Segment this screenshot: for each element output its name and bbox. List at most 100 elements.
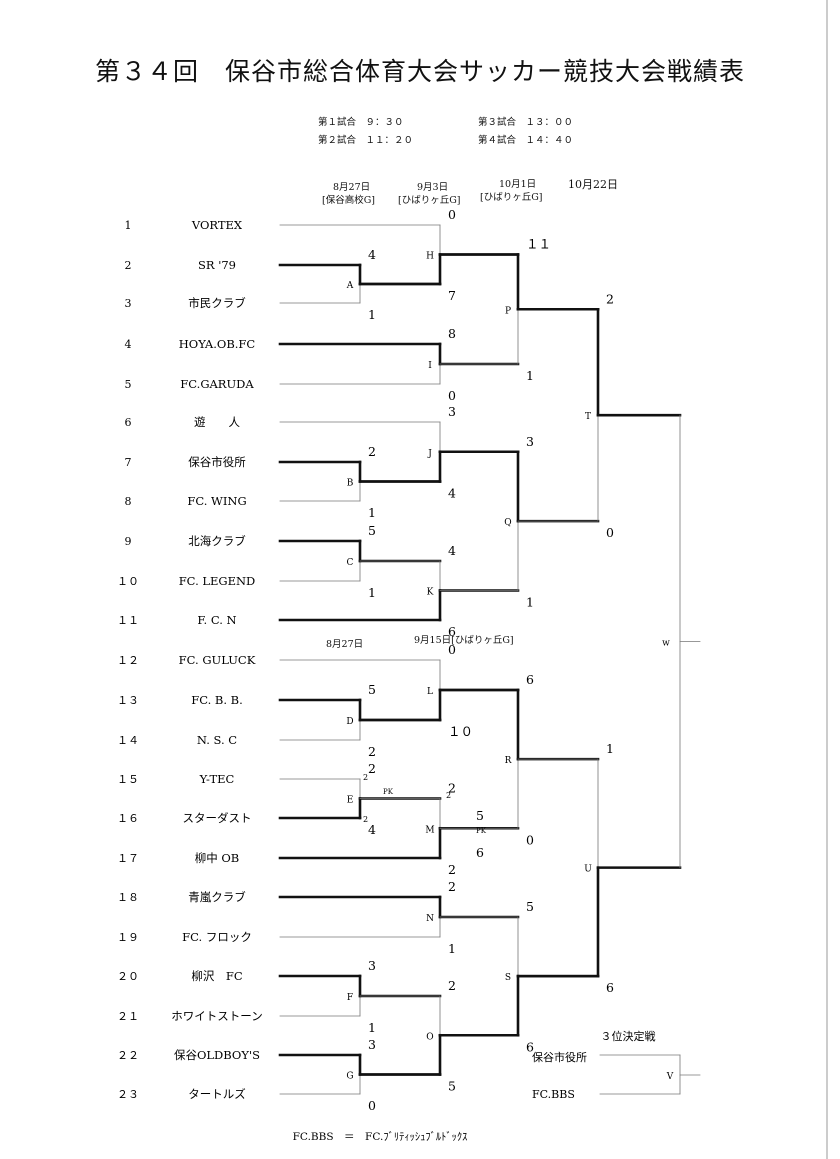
team-name: 保谷市役所 (188, 455, 246, 469)
match-N-score-top: 2 (448, 879, 456, 894)
schedule-round-1: 第１試合 ９：３０ (318, 117, 404, 128)
third-place-game-label: V (666, 1072, 674, 1082)
team-number: 9 (125, 535, 132, 548)
match-G-score-bottom: 0 (368, 1098, 376, 1113)
team-number: 7 (125, 456, 132, 469)
third-place-title: ３位決定戦 (601, 1029, 656, 1043)
match-L-score-bottom: １０ (448, 724, 473, 739)
match-U-label: U (584, 865, 592, 875)
match-N-score-bottom: 1 (448, 941, 456, 956)
match-R-score-bottom: 0 (526, 832, 534, 847)
match-I-score-top: 8 (448, 326, 456, 341)
match-S-score-bottom: 6 (526, 1039, 534, 1054)
match-L-score-top: 0 (448, 642, 456, 657)
schedule-round-3: 第３試合 １３：００ (478, 117, 574, 128)
team-number: 8 (125, 495, 132, 508)
match-I-score-bottom: 0 (448, 388, 456, 403)
team-number: 5 (125, 378, 132, 391)
match-C-label: C (347, 558, 354, 568)
page-title: 第３４回 保谷市総合体育大会サッカー競技大会戦績表 (94, 57, 745, 86)
match-E-pk-top: 2 (363, 773, 368, 782)
match-E-pk-bottom: 2 (363, 815, 368, 824)
match-K-label: K (427, 588, 434, 598)
match-U-score-top: 1 (606, 741, 614, 756)
match-J-label: J (427, 449, 432, 459)
match-P-score-top: １１ (526, 237, 551, 252)
match-R-score-top: 6 (526, 672, 534, 687)
match-D-label: D (346, 717, 353, 727)
match-H-label: H (426, 252, 434, 262)
schedule-round-2: 第２試合 １１：２０ (318, 135, 414, 146)
team-name: 保谷OLDBOY'S (174, 1048, 260, 1062)
team-number: １９ (117, 931, 139, 944)
match-O-score-top: 2 (448, 978, 456, 993)
match-U-score-bottom: 6 (606, 980, 614, 995)
team-number: ２３ (117, 1088, 139, 1101)
date-round-3: 10月1日 (499, 179, 537, 190)
match-M-side-top: 2 (446, 791, 451, 800)
team-number: １７ (117, 852, 139, 865)
match-G-label: G (346, 1072, 353, 1082)
team-name: VORTEX (191, 218, 243, 232)
date-final: 10月22日 (568, 178, 618, 191)
match-E-pk-label: PK (383, 788, 394, 796)
match-F-label: F (347, 993, 353, 1003)
match-O-score-bottom: 5 (448, 1079, 456, 1094)
match-B-score-top: 2 (368, 444, 376, 459)
date-round-1: 8月27日 (333, 182, 371, 193)
match-T-label: T (585, 412, 591, 422)
match-E-score-bottom: 4 (368, 822, 376, 837)
match-K-score-top: 4 (448, 543, 456, 558)
team-number: ２２ (117, 1049, 139, 1062)
match-O-label: O (426, 1032, 433, 1042)
match-E-label: E (347, 796, 354, 806)
team-name: 柳中 OB (195, 851, 240, 865)
match-R-pk-top: 5 (476, 808, 484, 823)
third-place-team-1: 保谷市役所 (532, 1050, 587, 1064)
team-number: １０ (117, 575, 139, 588)
match-B-score-bottom: 1 (368, 505, 376, 520)
team-name: スターダスト (183, 811, 252, 825)
team-number: ２１ (117, 1010, 139, 1023)
match-R-pk-bottom: 6 (476, 845, 484, 860)
match-A-score-bottom: 1 (368, 307, 376, 322)
match-N-label: N (426, 914, 434, 924)
team-name: F. C. N (197, 613, 236, 627)
team-name: FC. LEGEND (179, 574, 256, 588)
page-edge-shadow (826, 0, 828, 1159)
match-Q-score-bottom: 1 (526, 595, 534, 610)
team-name: 柳沢 FC (191, 969, 242, 983)
team-name: 市民クラブ (188, 296, 246, 310)
match-K-score-bottom: 6 (448, 624, 456, 639)
team-name: SR '79 (198, 258, 236, 272)
footnote: FC.BBS ＝ FC.ﾌﾞﾘﾃｨｯｼｭﾌﾞﾙﾄﾞｯｸｽ (293, 1131, 468, 1143)
date-round-2: 9月3日 (417, 182, 449, 193)
team-name: FC. フロック (182, 930, 252, 944)
team-number: １４ (117, 734, 139, 747)
match-A-score-top: 4 (368, 247, 376, 262)
team-number: 1 (125, 219, 132, 232)
team-number: 4 (125, 338, 132, 351)
match-S-label: S (505, 973, 511, 983)
match-P-label: P (505, 306, 511, 316)
team-name: 北海クラブ (188, 534, 246, 548)
match-G-score-top: 3 (368, 1037, 376, 1052)
match-I-label: I (428, 361, 432, 371)
venue-round-2: [ひばりヶ丘G] (398, 195, 461, 206)
match-L-label: L (427, 687, 433, 697)
match-W-label: w (662, 638, 670, 648)
match-D-score-top: 5 (368, 682, 376, 697)
match-C-score-top: 5 (368, 523, 376, 538)
date-lower-round-1: 8月27日 (326, 639, 364, 650)
team-number: ２０ (117, 970, 139, 983)
team-number: １３ (117, 694, 139, 707)
team-name: FC. WING (187, 494, 246, 508)
team-name: タートルズ (188, 1087, 246, 1101)
match-T-score-bottom: 0 (606, 525, 614, 540)
team-name: 青嵐クラブ (188, 890, 246, 904)
team-number: １２ (117, 654, 139, 667)
match-D-score-bottom: 2 (368, 744, 376, 759)
team-number: 6 (125, 416, 132, 429)
match-J-score-bottom: 4 (448, 486, 456, 501)
